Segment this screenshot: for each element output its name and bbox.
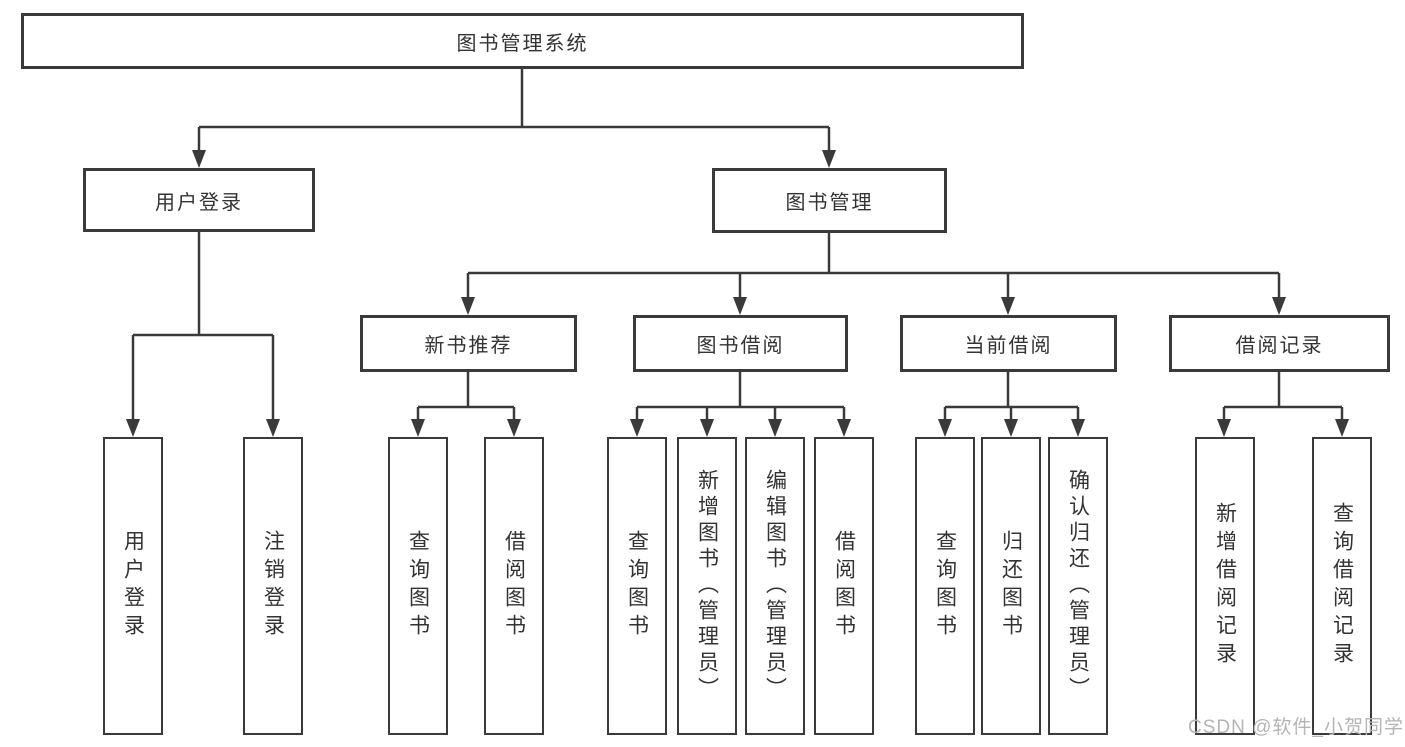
leaf-borrow-books-recommend-label: 借阅图书 [502,530,526,642]
leaf-query-borrow-record-label: 查询借阅记录 [1330,502,1354,670]
node-book-borrow-label: 图书借阅 [696,335,785,357]
leaf-confirm-return-admin: 确认归还（管理员） [1048,437,1108,735]
leaf-query-books-current-label: 查询图书 [933,530,957,642]
leaf-edit-books-admin-label: 编辑图书（管理员） [763,469,787,703]
leaf-user-login-label: 用户登录 [121,530,145,642]
leaf-add-borrow-record-label: 新增借阅记录 [1213,502,1237,670]
node-borrow-records-label: 借阅记录 [1235,335,1324,357]
leaf-edit-books-admin: 编辑图书（管理员） [745,437,805,735]
leaf-return-books-label: 归还图书 [999,530,1023,642]
node-user-login: 用户登录 [83,168,315,232]
leaf-return-books: 归还图书 [981,437,1041,735]
leaf-add-borrow-record: 新增借阅记录 [1195,437,1255,735]
node-root: 图书管理系统 [21,13,1024,69]
leaf-user-login: 用户登录 [103,437,163,735]
node-current-borrow-label: 当前借阅 [964,335,1053,357]
leaf-query-books-current: 查询图书 [915,437,975,735]
node-root-label: 图书管理系统 [456,32,589,55]
node-current-borrow: 当前借阅 [900,315,1117,372]
leaf-query-books-recommend-label: 查询图书 [406,530,430,642]
node-new-book-recommend: 新书推荐 [360,315,577,372]
leaf-query-books-borrow-label: 查询图书 [625,530,649,642]
leaf-logout-label: 注销登录 [261,530,285,642]
leaf-query-books-recommend: 查询图书 [388,437,448,735]
leaf-borrow-books-label: 借阅图书 [832,530,856,642]
leaf-confirm-return-admin-label: 确认归还（管理员） [1066,469,1090,703]
leaf-add-books-admin-label: 新增图书（管理员） [695,469,719,703]
node-book-borrow: 图书借阅 [633,315,848,372]
node-user-login-label: 用户登录 [155,191,243,214]
leaf-logout: 注销登录 [243,437,303,735]
node-book-management: 图书管理 [712,168,947,233]
node-borrow-records: 借阅记录 [1169,315,1390,372]
leaf-query-borrow-record: 查询借阅记录 [1312,437,1372,735]
node-book-management-label: 图书管理 [785,192,874,214]
leaf-borrow-books: 借阅图书 [814,437,874,735]
node-new-book-recommend-label: 新书推荐 [424,335,513,357]
leaf-borrow-books-recommend: 借阅图书 [484,437,544,735]
csdn-watermark: CSDN @软件_小贺同学 [1188,717,1404,738]
leaf-query-books-borrow: 查询图书 [607,437,667,735]
leaf-add-books-admin: 新增图书（管理员） [677,437,737,735]
